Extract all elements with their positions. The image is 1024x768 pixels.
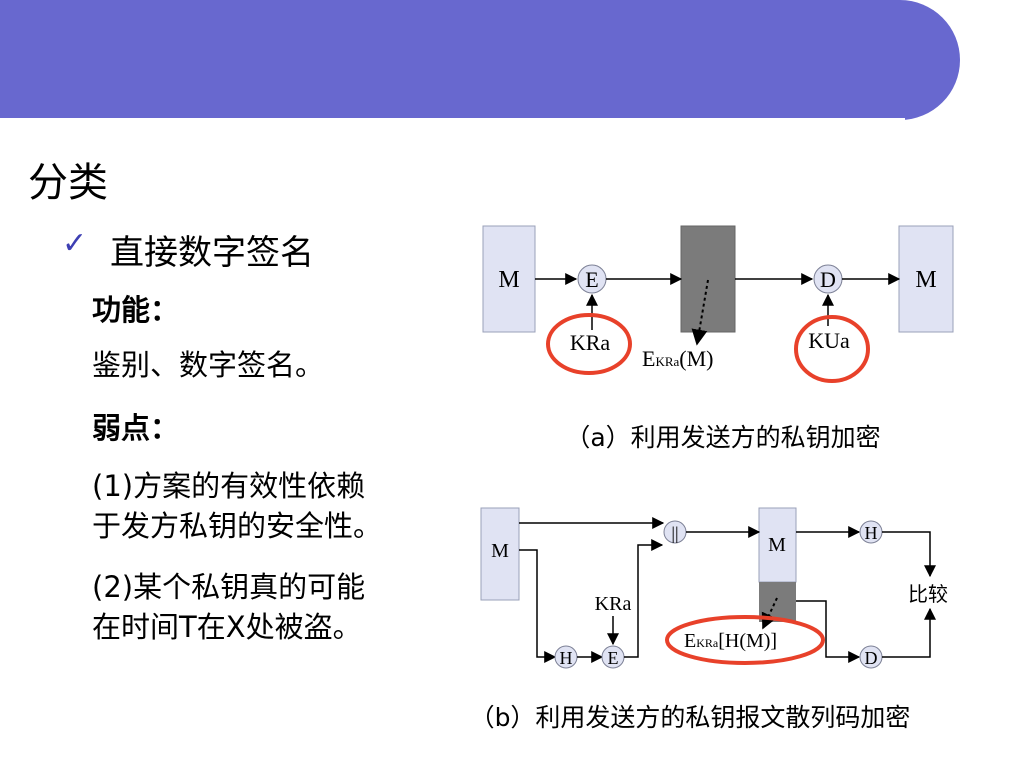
a-cipher-label: EKRa(M) bbox=[642, 346, 714, 371]
b-caption: （b）利用发送方的私钥报文散列码加密 bbox=[470, 703, 911, 732]
function-text: 鉴别、数字签名。 bbox=[92, 348, 325, 382]
b-private-key-label: KRa bbox=[595, 593, 632, 615]
b-decrypt-label: D bbox=[865, 648, 878, 668]
b-arrow-m-to-h bbox=[519, 549, 557, 663]
checkmark-icon: ✓ bbox=[62, 226, 88, 261]
b-arrow-d-to-compare bbox=[882, 607, 936, 658]
function-heading: 功能： bbox=[92, 293, 180, 327]
diagram-a: M M E D KRa KUa EKRa(M) （a）利用发送方的私钥加密 bbox=[482, 225, 954, 452]
a-decrypt-label: D bbox=[820, 267, 836, 292]
a-kra-highlight bbox=[546, 313, 632, 375]
b-encrypt-label: E bbox=[608, 648, 619, 668]
b-middle-box-label: M bbox=[768, 534, 786, 556]
bullet-heading: 直接数字签名 bbox=[110, 233, 314, 273]
a-right-box-label: M bbox=[915, 267, 936, 293]
page-title: 分类 bbox=[28, 160, 108, 206]
weakness-item-1-line-2: 于发方私钥的安全性。 bbox=[92, 509, 383, 543]
weakness-item-1-line-1: (1)方案的有效性依赖 bbox=[92, 469, 366, 503]
b-middle-box bbox=[758, 507, 797, 583]
weakness-heading: 弱点： bbox=[92, 411, 180, 445]
b-hash-bottom-label: H bbox=[560, 648, 573, 668]
header-banner bbox=[0, 0, 960, 122]
diagram-b: M M || H E KRa H 比较 D EKRa[H(M)] bbox=[470, 507, 948, 732]
b-cipher-label: EKRa[H(M)] bbox=[684, 630, 777, 652]
a-left-box bbox=[482, 225, 536, 333]
a-caption: （a）利用发送方的私钥加密 bbox=[565, 423, 880, 452]
b-compare-label: 比较 bbox=[908, 582, 948, 606]
weakness-item-1: (1)方案的有效性依赖 于发方私钥的安全性。 bbox=[92, 466, 382, 546]
b-cipher-highlight bbox=[665, 615, 825, 665]
a-public-key-label: KUa bbox=[808, 328, 850, 353]
b-left-box bbox=[480, 507, 520, 601]
weakness-item-2-line-2: 在时间T在X处被盗。 bbox=[92, 610, 362, 644]
a-dotted-pointer bbox=[691, 279, 709, 346]
a-right-box bbox=[898, 225, 954, 333]
a-private-key-label: KRa bbox=[570, 330, 611, 355]
a-encrypt-label: E bbox=[585, 267, 598, 292]
a-kua-highlight bbox=[794, 315, 870, 383]
weakness-item-2: (2)某个私钥真的可能 在时间T在X处被盗。 bbox=[92, 567, 365, 647]
a-left-box-label: M bbox=[498, 267, 519, 293]
b-concat-label: || bbox=[671, 523, 678, 543]
a-dark-box bbox=[680, 225, 736, 333]
weakness-item-2-line-1: (2)某个私钥真的可能 bbox=[92, 570, 366, 604]
b-hash-top-label: H bbox=[865, 523, 878, 543]
b-arrow-e-to-concat bbox=[624, 539, 664, 658]
b-left-box-label: M bbox=[491, 540, 509, 562]
b-arrow-box-to-d bbox=[796, 600, 861, 663]
b-arrow-hash-to-compare bbox=[882, 531, 936, 578]
